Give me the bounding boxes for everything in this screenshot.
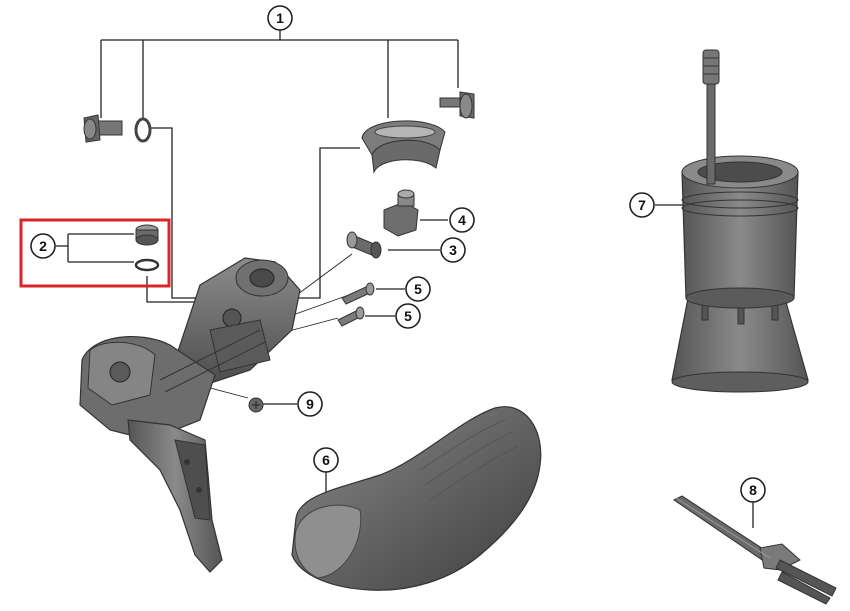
- callout-8-label: 8: [749, 482, 757, 498]
- part-1-clamp-bolt: [439, 91, 475, 119]
- callout-4: 4: [449, 207, 475, 233]
- callout-4-label: 4: [458, 212, 466, 228]
- part-3-spacer: [346, 231, 382, 259]
- part-7-tool: [671, 49, 809, 393]
- callout-1: 1: [267, 5, 293, 31]
- callouts: 1 2 3 4 5 5 6 7: [30, 5, 766, 503]
- callout-2: 2: [30, 233, 56, 259]
- callout-6: 6: [313, 447, 339, 473]
- callout-2-label: 2: [39, 238, 47, 254]
- part-5-screw-upper: [341, 282, 375, 305]
- part-2-cap-plug: [135, 224, 159, 246]
- part-1-washer: [134, 117, 152, 143]
- part-1-bolt: [83, 114, 123, 143]
- part-4-nut: [383, 189, 419, 237]
- part-6-hood-cover: [291, 406, 542, 591]
- callout-9-label: 9: [306, 396, 314, 412]
- callout-9: 9: [297, 391, 323, 417]
- part-8-spanner: [673, 495, 837, 605]
- part-2-o-ring: [134, 258, 160, 272]
- part-5-screw-lower: [337, 306, 365, 327]
- callout-5-lower: 5: [395, 303, 421, 329]
- callout-7: 7: [629, 192, 655, 218]
- callout-5-upper: 5: [405, 276, 431, 302]
- callout-7-label: 7: [638, 197, 646, 213]
- highlight-box-part-2: [19, 218, 171, 288]
- callout-6-label: 6: [322, 452, 330, 468]
- callout-8: 8: [740, 477, 766, 503]
- part-1-clamp-band: [361, 120, 446, 174]
- callout-5-upper-label: 5: [414, 281, 422, 297]
- callout-3: 3: [440, 237, 466, 263]
- shift-lever-body: [79, 257, 301, 573]
- callout-1-label: 1: [276, 10, 284, 26]
- callout-3-label: 3: [449, 242, 457, 258]
- callout-5-lower-label: 5: [404, 308, 412, 324]
- part-9-screw: [248, 397, 264, 413]
